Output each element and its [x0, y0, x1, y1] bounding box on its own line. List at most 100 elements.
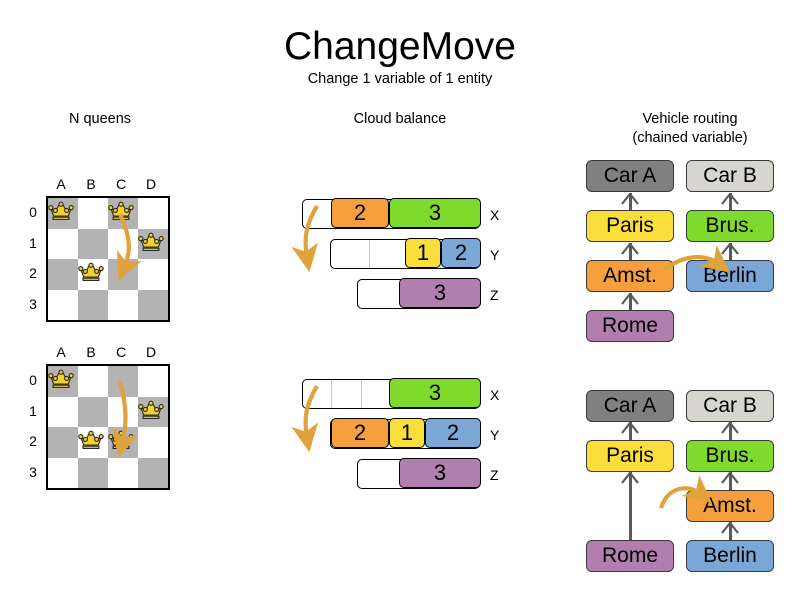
routing-node-paris-before[interactable]: Paris: [586, 210, 674, 242]
cloud-bar-Z-after[interactable]: 3: [357, 458, 481, 489]
board-cell-C0[interactable]: [108, 198, 138, 229]
routing-node-cara-before[interactable]: Car A: [586, 160, 674, 192]
board-cell-C1[interactable]: [108, 396, 138, 427]
routing-arrowhead: [621, 193, 639, 205]
board-cell-A0[interactable]: [48, 366, 78, 397]
board-cell-B3[interactable]: [78, 457, 108, 488]
routing-node-brus-after[interactable]: Brus.: [686, 440, 774, 472]
cloud-process-3[interactable]: 3: [399, 278, 481, 309]
board-cell-C0[interactable]: [108, 366, 138, 397]
board-cell-A3[interactable]: [48, 457, 78, 488]
board-cell-C3[interactable]: [108, 289, 138, 320]
board-cell-A1[interactable]: [48, 396, 78, 427]
routing-arrowhead: [621, 243, 639, 255]
page-subtitle: Change 1 variable of 1 entity: [307, 71, 493, 87]
cloud-process-2[interactable]: 2: [331, 418, 389, 449]
routing-arrowhead: [621, 422, 639, 434]
routing-node-paris-after[interactable]: Paris: [586, 440, 674, 472]
board-cell-D0[interactable]: [138, 198, 168, 229]
board-cell-C3[interactable]: [108, 457, 138, 488]
board-rank-label-0-before: 0: [29, 204, 37, 220]
cloud-process-1[interactable]: 1: [405, 238, 441, 269]
board-file-label-A-before: A: [56, 176, 66, 192]
routing-node-carb-before[interactable]: Car B: [686, 160, 774, 192]
routing-edge: [728, 472, 732, 490]
board-cell-C2[interactable]: [108, 427, 138, 458]
cloud-process-3[interactable]: 3: [389, 378, 481, 409]
board-cell-B1[interactable]: [78, 396, 108, 427]
board-cell-A3[interactable]: [48, 289, 78, 320]
routing-arrowhead: [721, 522, 739, 534]
board-cell-B3[interactable]: [78, 289, 108, 320]
board-file-label-B-before: B: [86, 176, 96, 192]
routing-node-amst-after[interactable]: Amst.: [686, 490, 774, 522]
cloud-process-1[interactable]: 1: [389, 418, 425, 449]
routing-node-rome-after[interactable]: Rome: [586, 540, 674, 572]
routing-edge: [628, 293, 632, 310]
board-file-label-D-after: D: [145, 344, 157, 360]
board-cell-B0[interactable]: [78, 198, 108, 229]
board-cell-D3[interactable]: [138, 457, 168, 488]
board-rank-label-1-after: 1: [29, 402, 37, 419]
board-cell-D3[interactable]: [138, 289, 168, 320]
cloud-computer-label-Y-after: Y: [490, 427, 500, 443]
board-cell-B1[interactable]: [78, 228, 108, 259]
routing-edge: [628, 472, 632, 540]
cloud-process-2[interactable]: 2: [331, 198, 389, 229]
routing-edge: [728, 422, 732, 440]
section-title-vehicle-routing: Vehicle routing (chained variable): [600, 110, 780, 148]
board-cell-A1[interactable]: [48, 228, 78, 259]
routing-edge: [628, 243, 632, 260]
vehicle-routing-title-line1: Vehicle routing: [642, 111, 738, 127]
cloud-process-3[interactable]: 3: [399, 458, 481, 489]
board-cell-D0[interactable]: [138, 366, 168, 397]
routing-node-cara-after[interactable]: Car A: [586, 390, 674, 422]
routing-edge: [628, 193, 632, 210]
cloud-bar-X-after[interactable]: 3: [302, 378, 481, 409]
board-file-label-A-after: A: [56, 344, 66, 360]
routing-arrowhead: [721, 472, 739, 484]
board-cell-B2[interactable]: [78, 427, 108, 458]
cloud-process-3[interactable]: 3: [389, 198, 481, 229]
routing-arrowhead: [721, 422, 739, 434]
cloud-computer-label-Z-after: Z: [490, 467, 499, 483]
routing-node-carb-after[interactable]: Car B: [686, 390, 774, 422]
routing-edge: [728, 522, 732, 540]
board-file-label-B-after: B: [86, 344, 96, 360]
board-cell-A2[interactable]: [48, 427, 78, 458]
cloud-bar-divider: [331, 380, 332, 408]
vehicle-routing-title-line2: (chained variable): [632, 130, 748, 146]
cloud-process-2[interactable]: 2: [441, 238, 481, 269]
board-cell-B0[interactable]: [78, 366, 108, 397]
board-cell-D1[interactable]: [138, 396, 168, 427]
cloud-computer-label-Z-before: Z: [490, 287, 499, 303]
board-rank-label-0-after: 0: [29, 372, 37, 388]
board-cell-D2[interactable]: [138, 427, 168, 458]
board-rank-label-3-after: 3: [29, 463, 37, 480]
board-cell-B2[interactable]: [78, 259, 108, 290]
routing-node-amst-before[interactable]: Amst.: [586, 260, 674, 292]
section-title-nqueens: N queens: [68, 111, 132, 127]
board-cell-C2[interactable]: [108, 259, 138, 290]
board-cell-A2[interactable]: [48, 259, 78, 290]
routing-node-brus-before[interactable]: Brus.: [686, 210, 774, 242]
cloud-bar-divider: [361, 380, 362, 408]
board-file-label-C-after: C: [115, 344, 127, 360]
routing-node-berlin-before[interactable]: Berlin: [686, 260, 774, 292]
routing-node-rome-before[interactable]: Rome: [586, 310, 674, 342]
chessboard-after[interactable]: [46, 364, 170, 490]
board-cell-D2[interactable]: [138, 259, 168, 290]
board-cell-D1[interactable]: [138, 228, 168, 259]
routing-node-berlin-after[interactable]: Berlin: [686, 540, 774, 572]
cloud-process-2[interactable]: 2: [425, 418, 481, 449]
cloud-bar-Z-before[interactable]: 3: [357, 278, 481, 309]
board-cell-A0[interactable]: [48, 198, 78, 229]
board-cell-C1[interactable]: [108, 228, 138, 259]
chessboard-before[interactable]: [46, 196, 170, 322]
routing-arrowhead: [721, 193, 739, 205]
routing-edge: [628, 422, 632, 440]
